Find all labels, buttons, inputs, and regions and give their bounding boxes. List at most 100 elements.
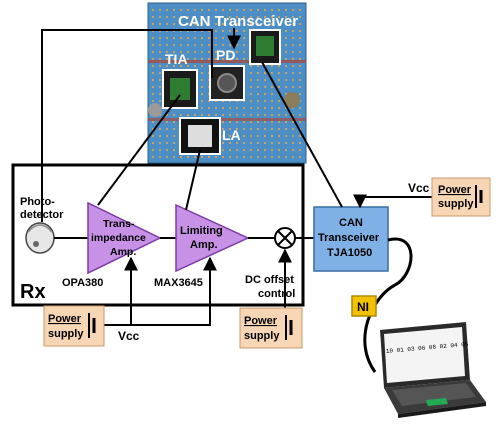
board-hole — [165, 36, 169, 40]
board-hole — [242, 120, 246, 124]
board-hole — [277, 8, 281, 12]
board-hole — [207, 50, 211, 54]
board-hole — [151, 71, 155, 75]
board-hole — [277, 120, 281, 124]
board-hole — [249, 8, 253, 12]
board-hole — [284, 22, 288, 26]
board-hole — [228, 57, 232, 61]
board-hole — [298, 57, 302, 61]
board-hole — [298, 92, 302, 96]
board-hole — [242, 15, 246, 19]
arrow-can — [261, 61, 343, 208]
board-hole — [151, 8, 155, 12]
board-hole — [284, 155, 288, 159]
board-hole — [193, 8, 197, 12]
board-hole — [214, 106, 218, 110]
board-hole — [221, 113, 225, 117]
board-hole — [207, 22, 211, 26]
board-hole — [242, 141, 246, 145]
board-hole — [284, 148, 288, 152]
laptop-screen — [384, 327, 465, 383]
board-hole — [291, 8, 295, 12]
board-hole — [291, 148, 295, 152]
board-hole — [249, 113, 253, 117]
board-hole — [193, 113, 197, 117]
board-hole — [228, 113, 232, 117]
board-hole — [200, 22, 204, 26]
board-hole — [256, 134, 260, 138]
arrow-pd — [41, 29, 213, 222]
la-label-1: Limiting — [180, 225, 223, 237]
board-hole — [277, 64, 281, 68]
board-hole — [172, 148, 176, 152]
board-hole — [298, 71, 302, 75]
board-hole — [298, 50, 302, 54]
board-hole — [284, 85, 288, 89]
board-hole — [193, 50, 197, 54]
board-hole — [186, 8, 190, 12]
board-hole — [235, 43, 239, 47]
board-hole — [235, 148, 239, 152]
tia-part-label: OPA380 — [62, 277, 103, 289]
board-hole — [242, 127, 246, 131]
board-hole — [256, 99, 260, 103]
board-hole — [263, 148, 267, 152]
board-hole — [151, 148, 155, 152]
board-hole — [158, 57, 162, 61]
board-hole — [242, 36, 246, 40]
board-hole — [263, 99, 267, 103]
board-hole — [298, 22, 302, 26]
board-hole — [263, 22, 267, 26]
board-hole — [165, 15, 169, 19]
board-hole — [242, 8, 246, 12]
board-hole — [256, 106, 260, 110]
board-hole — [249, 141, 253, 145]
board-hole — [249, 148, 253, 152]
power-supply-bottom-left: Power supply — [43, 305, 105, 347]
board-hole — [221, 148, 225, 152]
board-hole — [200, 15, 204, 19]
board-hole — [270, 127, 274, 131]
board-hole — [235, 155, 239, 159]
board-hole — [207, 36, 211, 40]
mixer-icon — [274, 227, 296, 249]
board-hole — [193, 15, 197, 19]
board-hole — [193, 36, 197, 40]
photo-can-label: CAN Transceiver — [178, 13, 298, 30]
board-hole — [277, 78, 281, 82]
board-hole — [263, 71, 267, 75]
board-hole — [256, 92, 260, 96]
board-hole — [179, 64, 183, 68]
board-hole — [284, 71, 288, 75]
board-hole — [235, 8, 239, 12]
board-hole — [270, 92, 274, 96]
board-hole — [179, 43, 183, 47]
board-hole — [291, 155, 295, 159]
board-hole — [221, 127, 225, 131]
board-hole — [193, 57, 197, 61]
board-hole — [291, 50, 295, 54]
board-hole — [270, 106, 274, 110]
board-hole — [151, 134, 155, 138]
board-hole — [228, 148, 232, 152]
board-hole — [172, 15, 176, 19]
ps-bc-label-2: supply — [244, 330, 280, 342]
board-hole — [284, 50, 288, 54]
photo-pd-label: PD — [216, 47, 235, 63]
board-hole — [291, 141, 295, 145]
board-hole — [221, 120, 225, 124]
board-hole — [298, 78, 302, 82]
board-hole — [172, 64, 176, 68]
board-hole — [165, 134, 169, 138]
board-hole — [284, 78, 288, 82]
board-hole — [151, 15, 155, 19]
board-hole — [165, 50, 169, 54]
board-hole — [165, 8, 169, 12]
board-hole — [165, 43, 169, 47]
board-hole — [158, 127, 162, 131]
board-hole — [158, 99, 162, 103]
board-hole — [256, 85, 260, 89]
board-hole — [228, 29, 232, 33]
board-photo: CAN Transceiver TIA PD LA — [147, 2, 307, 164]
la-part-label: MAX3645 — [154, 277, 203, 289]
